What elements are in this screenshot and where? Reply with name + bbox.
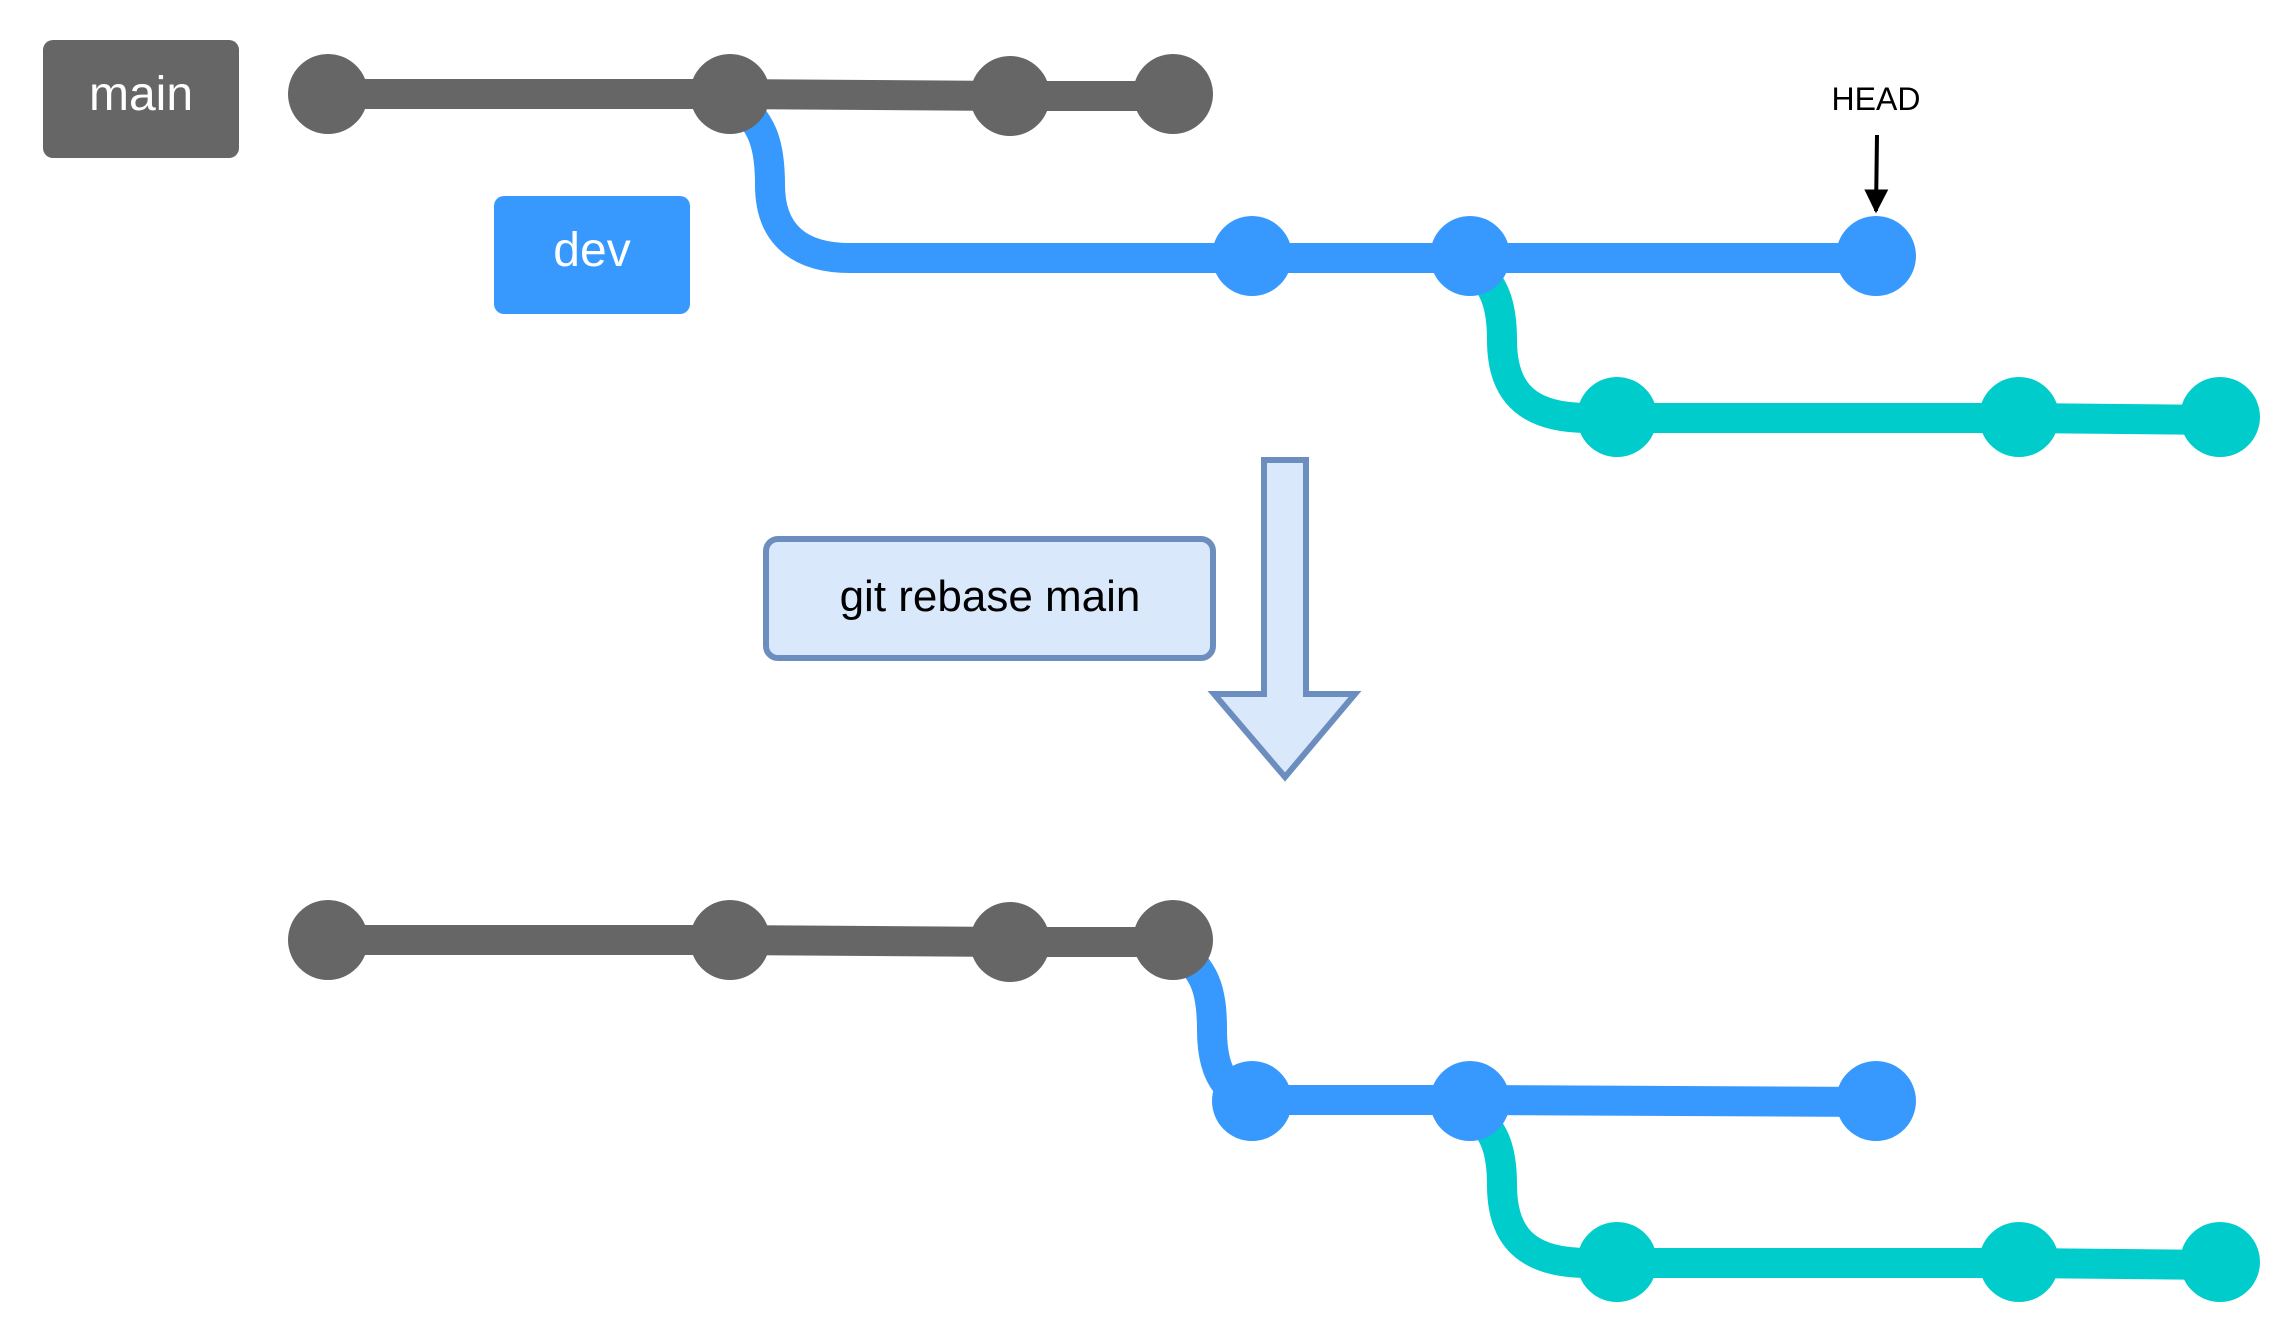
before-graph: HEAD [288, 54, 2260, 457]
feature-branch-line [1458, 249, 2221, 435]
feature-commit [2180, 377, 2260, 457]
dev-branch-line [723, 87, 1875, 273]
main-commit [1133, 54, 1213, 134]
main-label-text: main [89, 68, 193, 121]
head-arrow [1864, 134, 1889, 214]
main-commit [690, 54, 770, 134]
main-branch-line-after [330, 925, 1170, 957]
feature-commit [1577, 377, 1657, 457]
main-commit [690, 900, 770, 980]
dev-commit [1430, 216, 1510, 296]
head-label: HEAD [1832, 81, 1921, 117]
command-text: git rebase main [840, 572, 1141, 621]
dev-label-text: dev [553, 224, 630, 277]
feature-commit [1577, 1222, 1657, 1302]
dev-commit [1836, 1061, 1916, 1141]
dev-label-box [494, 196, 690, 314]
feature-commit [1979, 1222, 2059, 1302]
main-commit [970, 56, 1050, 136]
dev-commit [1430, 1061, 1510, 1141]
command-box [763, 536, 1216, 661]
after-graph [288, 900, 2260, 1302]
dev-commit [1836, 216, 1916, 296]
down-arrow-icon [1207, 457, 1362, 782]
dev-branch-label: dev [494, 196, 690, 314]
main-commit [288, 900, 368, 980]
dev-commit [1212, 216, 1292, 296]
main-commit [1133, 900, 1213, 980]
rebase-command: git rebase main [763, 536, 1216, 661]
main-branch-line [330, 79, 1170, 111]
main-commit [970, 902, 1050, 982]
main-label-box [43, 40, 239, 158]
main-commit [288, 54, 368, 134]
feature-commit [1979, 377, 2059, 457]
feature-commit [2180, 1222, 2260, 1302]
feature-branch-line-after [1458, 1095, 2221, 1280]
dev-commit [1212, 1061, 1292, 1141]
main-branch-label: main [43, 40, 239, 158]
